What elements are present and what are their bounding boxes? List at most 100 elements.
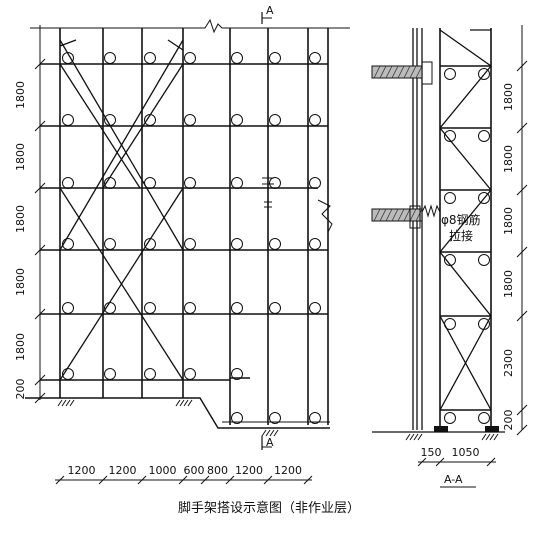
coupler-circle [62,52,74,64]
ground-hatch [493,433,499,441]
left-dimension-label: 1800 [14,143,27,171]
coupler-circle [231,238,243,250]
bottom-dimension-label: 1200 [68,464,96,477]
coupler-circle [309,302,321,314]
slab-hatch-line [379,65,387,79]
ground-hatch [265,429,271,437]
coupler-circle [269,412,281,424]
coupler-circle [231,114,243,126]
coupler-circle [231,368,243,380]
side-bottom-dimension-tick [435,457,445,467]
bottom-dimension-tick [137,475,147,485]
tie-bar-spring [421,204,441,218]
bottom-dimension-label: 800 [207,464,228,477]
slab-hatch-line [403,65,411,79]
left-dimension-tick [34,308,46,320]
coupler-circle [231,412,243,424]
ground-hatch [405,433,411,441]
bottom-dimension-ticks [55,475,313,485]
coupler-circle [478,318,490,330]
coupler-circle [444,412,456,424]
left-dimension-label: 1800 [14,205,27,233]
section-label-bottom: A [266,436,274,449]
front-cross-bracing [59,39,184,381]
coupler-circle [309,114,321,126]
slab-hatch-line [397,208,405,222]
right-dimension-tick [516,404,528,416]
coupler-circle [62,368,74,380]
ground-hatch [179,399,185,407]
left-dimension-label: 200 [14,379,27,400]
coupler-circle [269,238,281,250]
coupler-circle [231,177,243,189]
front-couplers [62,52,321,424]
bottom-dimension-tick [303,475,313,485]
coupler-circle [309,412,321,424]
side-bottom-dimension-tick [417,457,427,467]
ground-hatch [417,433,423,441]
front-ground-line [25,397,330,429]
side-ledgers [440,65,491,411]
coupler-circle [309,177,321,189]
side-lower-diagonal [439,315,492,411]
coupler-circle [184,302,196,314]
ground-hatch [65,399,71,407]
coupler-circle [184,177,196,189]
coupler-circle [144,52,156,64]
slab-hatch-line [409,208,417,222]
bottom-dimension-tick [178,475,188,485]
coupler-circle [62,238,74,250]
bottom-dimension-label: 600 [184,464,205,477]
coupler-circle [104,368,116,380]
coupler-circle [104,114,116,126]
ground-hatch [489,433,495,441]
coupler-circle [478,130,490,142]
slab-hatch-line [385,208,393,222]
right-dimension-tick [516,122,528,134]
coupler-circle [269,177,281,189]
right-dimension-label: 1800 [502,270,515,298]
left-dimension-label: 1800 [14,81,27,109]
right-dimension-label: 1800 [502,145,515,173]
coupler-circle [184,52,196,64]
slab-hatch-line [415,65,423,79]
left-dimension-tick [34,374,46,386]
coupler-circle [231,52,243,64]
left-dimension-tick [34,58,46,70]
coupler-circle [309,52,321,64]
slab-hatch-line [415,208,423,222]
coupler-circle [444,318,456,330]
right-dimension-tick [516,310,528,322]
side-bottom-dimension-label: 150 [421,446,442,459]
tie-block-upper [421,61,433,85]
slab-hatch-line [373,208,381,222]
coupler-circle [144,238,156,250]
coupler-circle [269,52,281,64]
front-ground-hatches [57,399,279,437]
coupler-circle [104,302,116,314]
diagram-caption: 脚手架搭设示意图（非作业层） [178,500,360,516]
tie-note-line2: 拉接 [449,228,473,243]
right-break-line [317,199,333,233]
ground-hatch [187,399,193,407]
coupler-circle [478,412,490,424]
ground-hatch [485,433,491,441]
front-ledgers [40,63,328,381]
ground-hatch [269,429,275,437]
left-dimension-tick [34,120,46,132]
slab-hatch-line [397,65,405,79]
slab-hatch-line [409,65,417,79]
left-dimension-label: 1800 [14,333,27,361]
coupler-circle [144,114,156,126]
coupler-circle [478,254,490,266]
ground-hatch [61,399,67,407]
left-dimension-ticks [34,58,46,404]
top-break-line [30,18,350,34]
coupler-circle [104,238,116,250]
left-dimension-tick [34,392,46,404]
coupler-circle [309,238,321,250]
left-dimension-label: 1800 [14,268,27,296]
